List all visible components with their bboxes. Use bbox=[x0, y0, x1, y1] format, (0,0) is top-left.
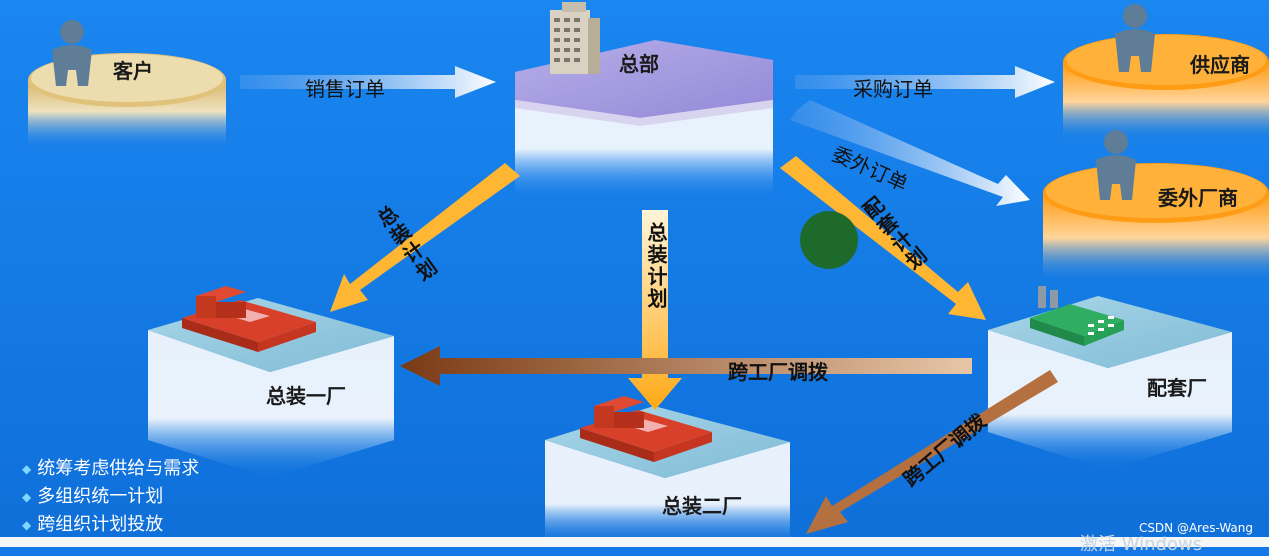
bullet-item: ◆统筹考虑供给与需求 bbox=[22, 455, 199, 483]
hq-label: 总部 bbox=[619, 48, 659, 77]
transfer-horizontal-label: 跨工厂调拨 bbox=[728, 356, 828, 385]
customer-label: 客户 bbox=[113, 55, 153, 84]
bullet-dot-icon: ◆ bbox=[22, 455, 31, 483]
bullet-list: ◆统筹考虑供给与需求 ◆多组织统一计划 ◆跨组织计划投放 bbox=[22, 455, 199, 539]
plant2-label: 总装二厂 bbox=[662, 490, 742, 519]
bullet-item: ◆跨组织计划投放 bbox=[22, 511, 199, 539]
sales-order-label: 销售订单 bbox=[305, 73, 385, 102]
supplier-label: 供应商 bbox=[1190, 49, 1250, 78]
outsourcer-label: 委外厂商 bbox=[1158, 182, 1238, 211]
windows-watermark: 激活 Windows bbox=[1080, 530, 1202, 556]
bullet-dot-icon: ◆ bbox=[22, 511, 31, 539]
bottom-bar bbox=[0, 537, 1269, 547]
purchase-order-label: 采购订单 bbox=[853, 73, 933, 102]
green-dot bbox=[800, 211, 858, 269]
kitting-label: 配套厂 bbox=[1147, 372, 1207, 401]
plant1-label: 总装一厂 bbox=[266, 380, 346, 409]
assembly-plan-center-label: 总装计划 bbox=[642, 222, 671, 310]
bullet-dot-icon: ◆ bbox=[22, 483, 31, 511]
bullet-item: ◆多组织统一计划 bbox=[22, 483, 199, 511]
